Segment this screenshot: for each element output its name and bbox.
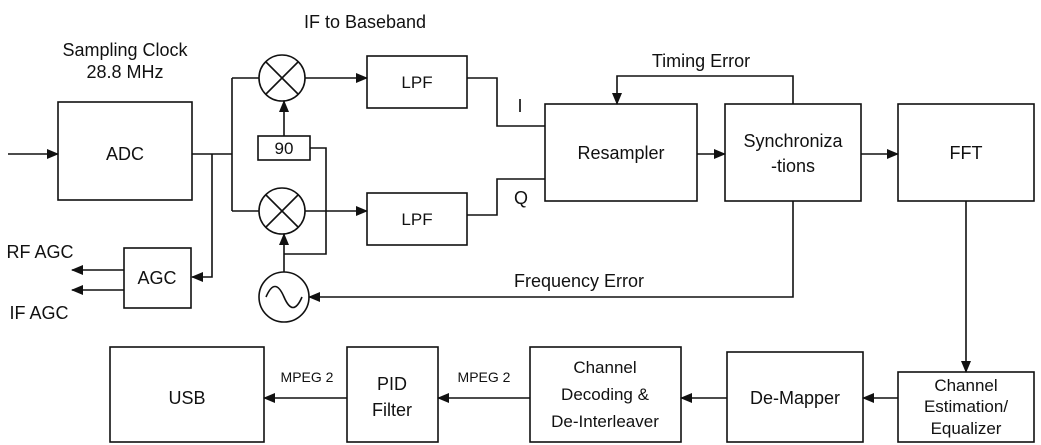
- if-agc-label: IF AGC: [9, 303, 68, 323]
- channel-estimation-block: [897, 371, 1035, 443]
- q-branch-label: Q: [514, 188, 528, 208]
- sampling-clock-label: Sampling Clock: [62, 40, 188, 60]
- i-branch-label: I: [517, 96, 522, 116]
- phase-feed-line: [284, 147, 327, 255]
- clock-frequency-label: 28.8 MHz: [86, 62, 163, 82]
- mpeg2-label-usb: MPEG 2: [281, 369, 334, 385]
- de-mapper-block: [726, 351, 864, 443]
- timing-error-label: Timing Error: [652, 51, 750, 71]
- fft-label: FFT: [950, 143, 983, 163]
- lpf-i-to-resampler: [467, 77, 545, 127]
- chest-label-line2: Estimation/: [924, 397, 1008, 416]
- pid-label-line2: Filter: [372, 400, 412, 420]
- chest-label-line3: Equalizer: [931, 419, 1002, 438]
- adc-label: ADC: [106, 144, 144, 164]
- mpeg2-label-pid: MPEG 2: [458, 369, 511, 385]
- adc-block: [57, 101, 193, 201]
- pid-label-line1: PID: [377, 374, 407, 394]
- synchronization-block: [724, 103, 862, 202]
- lpf-q-block: [366, 192, 468, 246]
- mixer-q: [258, 187, 306, 235]
- phase-shift-label: 90: [275, 139, 294, 158]
- adc-to-agc-arrow: [191, 154, 213, 282]
- channel-decoding-block: [529, 346, 682, 443]
- lpf-i-block: [366, 55, 468, 109]
- agc-label: AGC: [137, 268, 176, 288]
- frequency-error-loop: [308, 201, 794, 302]
- mixer-i: [258, 54, 306, 102]
- chdec-label-line2: Decoding &: [561, 385, 650, 404]
- chest-label-line1: Channel: [934, 376, 997, 395]
- demapper-label: De-Mapper: [750, 388, 840, 408]
- lpf-i-label: LPF: [401, 73, 432, 92]
- chdec-label-line1: Channel: [573, 358, 636, 377]
- agc-block: [123, 247, 192, 309]
- lpf-q-to-resampler: [467, 178, 545, 216]
- pid-filter-block: [346, 346, 439, 443]
- if-to-baseband-label: IF to Baseband: [304, 12, 426, 32]
- rf-agc-label: RF AGC: [6, 242, 73, 262]
- local-oscillator: [258, 271, 310, 323]
- chdec-label-line3: De-Interleaver: [551, 412, 659, 431]
- resampler-block: [544, 103, 698, 202]
- usb-label: USB: [168, 388, 205, 408]
- resampler-label: Resampler: [577, 143, 664, 163]
- sync-label-line1: Synchroniza: [743, 131, 843, 151]
- lpf-q-label: LPF: [401, 210, 432, 229]
- frequency-error-label: Frequency Error: [514, 271, 644, 291]
- sync-label-line2: -tions: [771, 156, 815, 176]
- timing-error-loop: [612, 75, 794, 105]
